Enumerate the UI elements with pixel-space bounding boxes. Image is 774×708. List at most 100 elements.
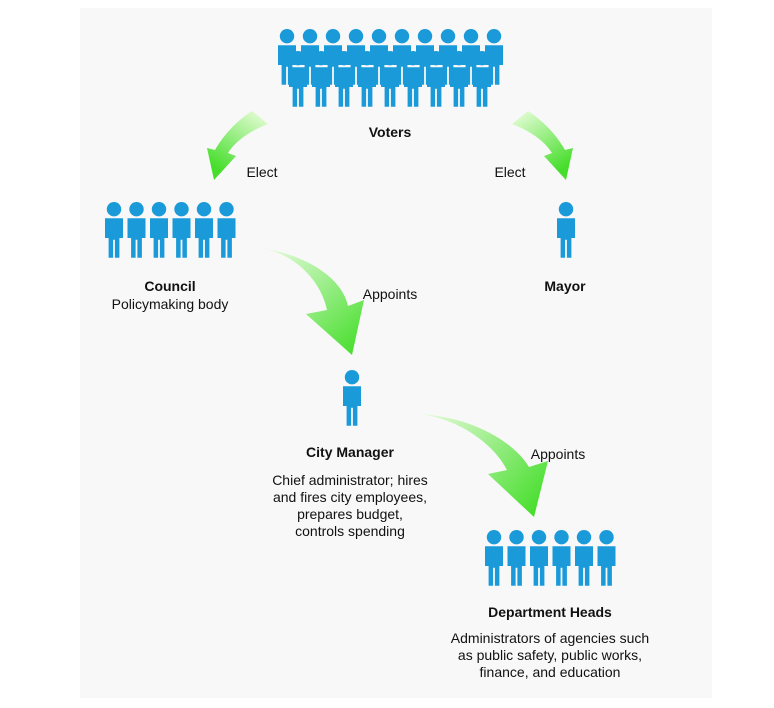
person-head — [486, 530, 502, 545]
person-body — [358, 67, 376, 107]
person-figure — [217, 202, 236, 258]
appoints-label-departments: Appoints — [530, 446, 586, 462]
person-body — [404, 67, 422, 107]
person-body — [597, 546, 616, 586]
person-head — [531, 530, 547, 545]
person-body — [575, 546, 593, 586]
person-head — [348, 29, 364, 44]
person-figure — [172, 202, 191, 258]
person-head — [558, 202, 574, 217]
person-head — [325, 29, 341, 44]
person-figure — [195, 202, 213, 258]
appoints-arrow-manager — [262, 248, 364, 355]
person-figure — [289, 51, 307, 107]
person-figure — [485, 530, 503, 586]
person-head — [451, 51, 467, 66]
person-body — [507, 546, 526, 586]
person-head — [394, 29, 410, 44]
person-head — [440, 29, 456, 44]
person-figure — [450, 51, 468, 107]
elect-arrow-council — [207, 111, 268, 180]
person-body — [381, 67, 399, 107]
person-figure — [507, 530, 526, 586]
person-figure — [343, 370, 361, 426]
person-head — [474, 51, 490, 66]
person-figure — [575, 530, 593, 586]
appoints-label-manager: Appoints — [362, 286, 418, 302]
person-head — [599, 530, 614, 545]
person-body — [105, 218, 123, 258]
person-head — [129, 202, 144, 217]
person-head — [106, 202, 122, 217]
person-figure — [530, 530, 548, 586]
department-heads-title: Department Heads — [488, 604, 612, 620]
person-head — [509, 530, 524, 545]
person-head — [174, 202, 189, 217]
person-figure — [404, 51, 422, 107]
group-icon — [485, 530, 616, 586]
elect-label-mayor: Elect — [494, 164, 526, 180]
person-body — [485, 546, 503, 586]
person-head — [219, 202, 234, 217]
person-figure — [127, 202, 146, 258]
city-manager-title: City Manager — [306, 444, 394, 460]
person-body — [127, 218, 146, 258]
group-icon — [105, 202, 236, 258]
person-body — [217, 218, 236, 258]
diagram-panel — [80, 8, 712, 698]
person-body — [557, 218, 575, 258]
person-icon — [557, 202, 575, 258]
person-body — [450, 67, 468, 107]
person-body — [289, 67, 307, 107]
person-head — [344, 370, 360, 385]
person-head — [302, 29, 318, 44]
person-head — [359, 51, 375, 66]
person-body — [195, 218, 213, 258]
person-head — [417, 29, 433, 44]
person-figure — [312, 51, 330, 107]
person-body — [427, 67, 445, 107]
person-head — [463, 29, 479, 44]
person-figure — [552, 530, 571, 586]
appoints-arrow-departments — [418, 414, 548, 517]
person-figure — [597, 530, 616, 586]
person-figure — [473, 51, 491, 107]
person-body — [150, 218, 168, 258]
person-head — [576, 530, 592, 545]
person-body — [172, 218, 191, 258]
elect-arrow-mayor — [512, 111, 573, 180]
person-head — [382, 51, 398, 66]
crowd-icon — [278, 29, 503, 107]
person-head — [290, 51, 306, 66]
city-manager-description: Chief administrator; hires and fires cit… — [272, 472, 428, 539]
person-head — [336, 51, 352, 66]
person-body — [335, 67, 353, 107]
person-body — [343, 386, 361, 426]
person-icon — [343, 370, 361, 426]
person-body — [530, 546, 548, 586]
person-body — [552, 546, 571, 586]
person-figure — [150, 202, 168, 258]
mayor-title: Mayor — [544, 278, 586, 294]
person-body — [473, 67, 491, 107]
person-head — [279, 29, 295, 44]
person-head — [371, 29, 387, 44]
person-figure — [335, 51, 353, 107]
department-heads-description: Administrators of agencies such as publi… — [450, 630, 650, 680]
person-figure — [358, 51, 376, 107]
person-figure — [381, 51, 399, 107]
person-head — [196, 202, 212, 217]
person-figure — [105, 202, 123, 258]
person-head — [428, 51, 444, 66]
elect-label-council: Elect — [246, 164, 278, 180]
person-figure — [427, 51, 445, 107]
council-description: Policymaking body — [111, 296, 229, 312]
person-head — [313, 51, 329, 66]
person-figure — [557, 202, 575, 258]
person-head — [486, 29, 502, 44]
person-body — [312, 67, 330, 107]
person-head — [405, 51, 421, 66]
council-title: Council — [144, 278, 196, 294]
